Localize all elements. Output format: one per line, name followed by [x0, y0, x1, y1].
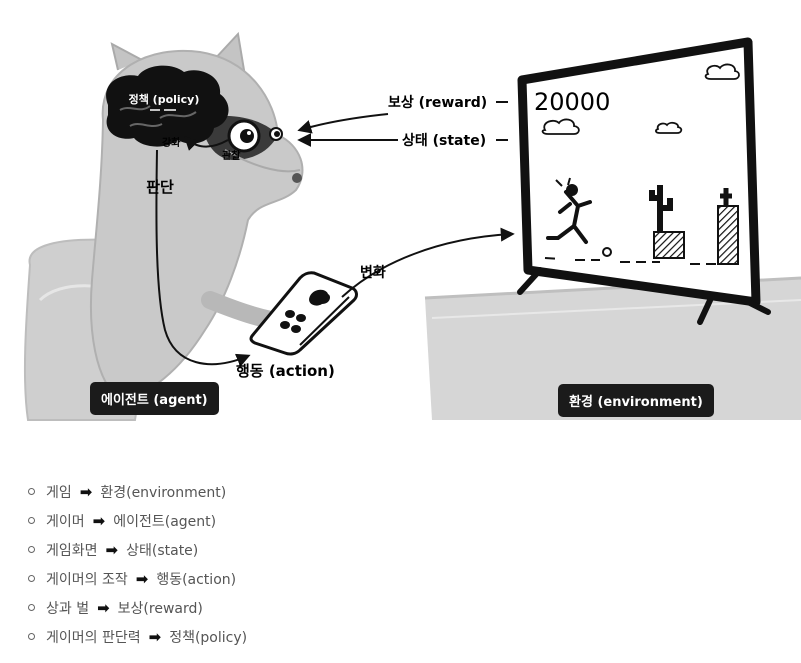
reinforce-label: 강화: [162, 136, 181, 149]
tv-icon: 20000: [517, 37, 771, 325]
mapping-left: 게이머: [46, 514, 85, 530]
mapping-item: 게이머의 판단력 ➡ 정책(policy): [28, 623, 247, 652]
mapping-left: 게이머의 조작: [46, 572, 128, 588]
mapping-right: 상태(state): [126, 543, 199, 559]
bullet-icon: [28, 603, 35, 611]
right-arrow-icon: ➡: [79, 483, 93, 501]
change-arrow: [341, 227, 515, 298]
right-arrow-icon: ➡: [105, 541, 119, 559]
agent-environment-diagram: 정책 (policy) 관찰 강화 판단 행동 (action) 변화 보상 (…: [23, 31, 801, 421]
cloud-icon: [541, 63, 740, 135]
bullet-icon: [28, 545, 35, 553]
eye-icon: [227, 119, 283, 153]
mapping-item: 상과 벌 ➡ 보상(reward): [28, 594, 247, 623]
reward-arrow: [297, 113, 389, 134]
right-arrow-icon: ➡: [148, 628, 162, 646]
mapping-right: 정책(policy): [169, 630, 248, 646]
reward-label: 보상 (reward): [388, 95, 487, 111]
bullet-icon: [28, 516, 35, 524]
score-display: 20000: [534, 88, 610, 116]
bullet-icon: [28, 487, 35, 495]
observe-arrow: [184, 136, 229, 151]
mapping-item: 게임 ➡ 환경(environment): [28, 478, 247, 507]
observe-label: 관찰: [222, 149, 241, 162]
change-label: 변화: [360, 265, 386, 281]
environment-label: 환경 (environment): [558, 384, 714, 417]
mapping-right: 행동(action): [156, 572, 237, 588]
mapping-list: 게임 ➡ 환경(environment) 게이머 ➡ 에이전트(agent) 게임화면 ➡ 상태…: [28, 478, 247, 652]
state-label: 상태 (state): [402, 133, 486, 149]
bullet-icon: [28, 574, 35, 582]
judge-to-action-arrow: [155, 149, 251, 367]
mapping-item: 게이머 ➡ 에이전트(agent): [28, 507, 247, 536]
mapping-left: 게임화면: [46, 543, 98, 559]
judge-label: 판단: [146, 178, 174, 196]
right-arrow-icon: ➡: [135, 570, 149, 588]
runner-icon: [546, 177, 592, 244]
mapping-item: 게이머의 조작 ➡ 행동(action): [28, 565, 247, 594]
mapping-right: 에이전트(agent): [113, 514, 217, 530]
action-label: 행동 (action): [236, 362, 335, 380]
bullet-icon: [28, 632, 35, 640]
policy-label: 정책 (policy): [129, 92, 200, 106]
brain-icon: 정책 (policy): [106, 65, 229, 147]
mapping-right: 보상(reward): [117, 601, 203, 617]
mapping-left: 게임: [46, 485, 72, 501]
cactus-icon: [649, 185, 739, 265]
mapping-right: 환경(environment): [100, 485, 227, 501]
game-controller-icon: [249, 271, 358, 356]
mapping-item: 게임화면 ➡ 상태(state): [28, 536, 247, 565]
mapping-left: 게이머의 판단력: [46, 630, 141, 646]
right-arrow-icon: ➡: [97, 599, 110, 617]
mapping-left: 상과 벌: [46, 601, 90, 617]
agent-label: 에이전트 (agent): [90, 382, 219, 415]
right-arrow-icon: ➡: [92, 512, 106, 530]
